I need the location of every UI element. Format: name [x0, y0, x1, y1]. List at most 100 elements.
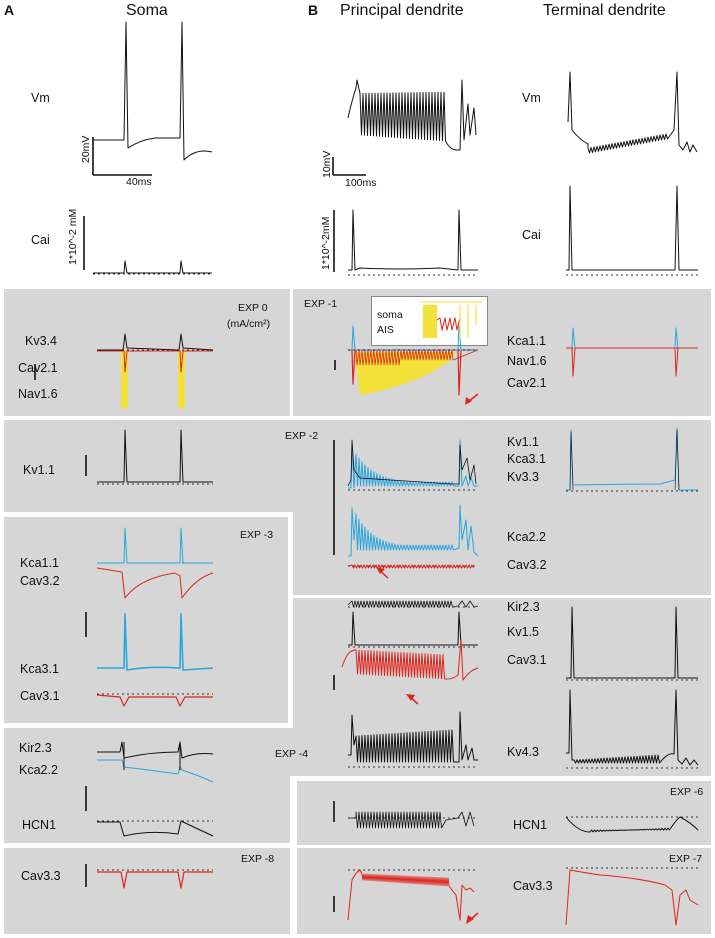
- label-cav3-2-left: Cav3.2: [20, 574, 60, 588]
- exp6-pd-trace: [348, 811, 475, 829]
- exp3-cav31-trace: [96, 694, 213, 707]
- inset-yellow-block: [423, 305, 437, 338]
- scale-soma-time: 40ms: [126, 176, 152, 188]
- panel-exp8: [4, 848, 290, 934]
- label-nav1-6-left: Nav1.6: [18, 387, 58, 401]
- exp7-td-trace: [565, 869, 699, 926]
- label-kca1-1-left: Kca1.1: [20, 556, 59, 570]
- exp2-kv11-left-trace: [97, 429, 213, 483]
- panel-exp7: [297, 848, 711, 934]
- label-vm-left: Vm: [31, 91, 50, 105]
- panel-exp6: [297, 781, 711, 845]
- exp-8-label: EXP -8: [241, 853, 275, 865]
- label-cav2-1-right: Cav2.1: [507, 376, 547, 390]
- label-cav3-3-left: Cav3.3: [21, 869, 61, 883]
- exp2-cav32-trace: [347, 564, 474, 569]
- exp-6-label: EXP -6: [670, 786, 704, 798]
- inset-yellow-lines: [459, 305, 477, 338]
- title-terminal-dendrite: Terminal dendrite: [543, 2, 666, 19]
- label-cai-right: Cai: [522, 228, 541, 242]
- label-kca2-2-left: Kca2.2: [19, 763, 58, 777]
- exp2-pd-kv-trace: [348, 439, 478, 489]
- label-cav3-2-right: Cav3.2: [507, 558, 547, 572]
- exp-2-label: EXP -2: [285, 430, 319, 442]
- exp6-td-hcn1-trace: [565, 816, 699, 833]
- exp2-arrowhead: [376, 567, 385, 574]
- label-cai-left: Cai: [31, 233, 50, 247]
- exp8-cav33-trace: [97, 871, 213, 889]
- label-kca1-1-right: Kca1.1: [507, 334, 546, 348]
- label-cav3-3-right: Cav3.3: [513, 879, 553, 893]
- exp-1-label: EXP -1: [304, 298, 338, 310]
- exp0-kv34-trace: [97, 333, 214, 351]
- label-kv1-5: Kv1.5: [507, 625, 539, 639]
- exp2-pd-kv11-black: [347, 439, 477, 487]
- label-kv3-4: Kv3.4: [25, 334, 57, 348]
- label-kir2-3-right: Kir2.3: [507, 600, 540, 614]
- exp7-pd-trace: [347, 869, 475, 921]
- td-vm-trace: [567, 71, 698, 154]
- exp3-kca31-trace: [97, 613, 214, 671]
- label-vm-right: Vm: [522, 91, 541, 105]
- title-soma: Soma: [126, 2, 168, 19]
- inset-label-ais: AIS: [377, 324, 394, 336]
- exp1-cav21-trace: [348, 349, 479, 366]
- label-kir2-3-left: Kir2.3: [19, 741, 52, 755]
- exp1-kca11-trace: [348, 325, 478, 351]
- label-kv4-3: Kv4.3: [507, 745, 539, 759]
- scale-pd-time: 100ms: [345, 177, 377, 189]
- exp-4-label: EXP -4: [275, 748, 309, 760]
- trace-group: [34, 21, 699, 926]
- exp-0-unit: (mA/cm²): [227, 318, 271, 330]
- exp1r-cav21-trace: [566, 347, 698, 377]
- exp4-spike-lines: [123, 742, 181, 770]
- soma-vm-trace: [93, 21, 213, 161]
- exp5-td-kv15-trace: [566, 606, 698, 679]
- pd-cai-trace: [348, 209, 478, 271]
- exp3-cav32-trace: [96, 567, 214, 599]
- exp2-td-black: [569, 429, 680, 491]
- label-kv3-3: Kv3.3: [507, 470, 539, 484]
- label-hcn1-left: HCN1: [22, 818, 57, 832]
- td-cai-trace: [566, 185, 698, 271]
- exp5-kv15-pd-trace: [348, 611, 478, 646]
- soma-cai-trace: [93, 260, 212, 274]
- inset-label-soma: soma: [377, 309, 403, 321]
- panel-exp2-left: [4, 420, 711, 512]
- exp1r-kca11-trace: [566, 327, 698, 349]
- label-kv1-1-left: Kv1.1: [23, 463, 55, 477]
- exp1-nav-yellow: [354, 352, 456, 395]
- panel-letter-b: B: [308, 2, 319, 18]
- label-cav3-1-left: Cav3.1: [20, 689, 60, 703]
- panel-exp0: [4, 289, 290, 416]
- inset-red-trace: [436, 317, 461, 331]
- label-cav3-1-right: Cav3.1: [507, 653, 547, 667]
- exp0-cav21-trace: [97, 350, 213, 373]
- exp4-kca22-trace: [97, 759, 214, 783]
- exp7-arrowhead: [466, 915, 474, 924]
- label-kca2-2-right: Kca2.2: [507, 530, 546, 544]
- exp4-hcn1-trace: [97, 820, 214, 837]
- pd-vm-trace: [347, 79, 477, 151]
- panel-exp3: [4, 517, 288, 723]
- label-hcn1-right: HCN1: [513, 818, 548, 832]
- panel-exp2-mid: [293, 512, 711, 595]
- panel-letter-a: A: [4, 2, 15, 18]
- exp0-nav-yellow-1: [121, 351, 128, 408]
- label-cav2-1-left: Cav2.1: [18, 361, 58, 375]
- label-kv1-1-right: Kv1.1: [507, 435, 539, 449]
- label-kca3-1-right: Kca3.1: [507, 452, 546, 466]
- exp-7-label: EXP -7: [669, 853, 703, 865]
- exp5-kv43-pd-trace: [348, 711, 478, 763]
- exp4-kir23-trace: [97, 741, 214, 759]
- exp5-arrowhead: [406, 694, 415, 701]
- exp5-kir23-pd-trace: [347, 600, 479, 608]
- exp5-cav31-pd-trace: [341, 639, 479, 681]
- exp5-td-kv43-trace: [566, 689, 699, 766]
- exp-0-label: EXP 0: [238, 302, 268, 314]
- panel-exp4: [4, 728, 290, 843]
- panel-exp4-right: [290, 728, 296, 776]
- label-kca3-1-left: Kca3.1: [20, 662, 59, 676]
- exp-3-label: EXP -3: [240, 529, 274, 541]
